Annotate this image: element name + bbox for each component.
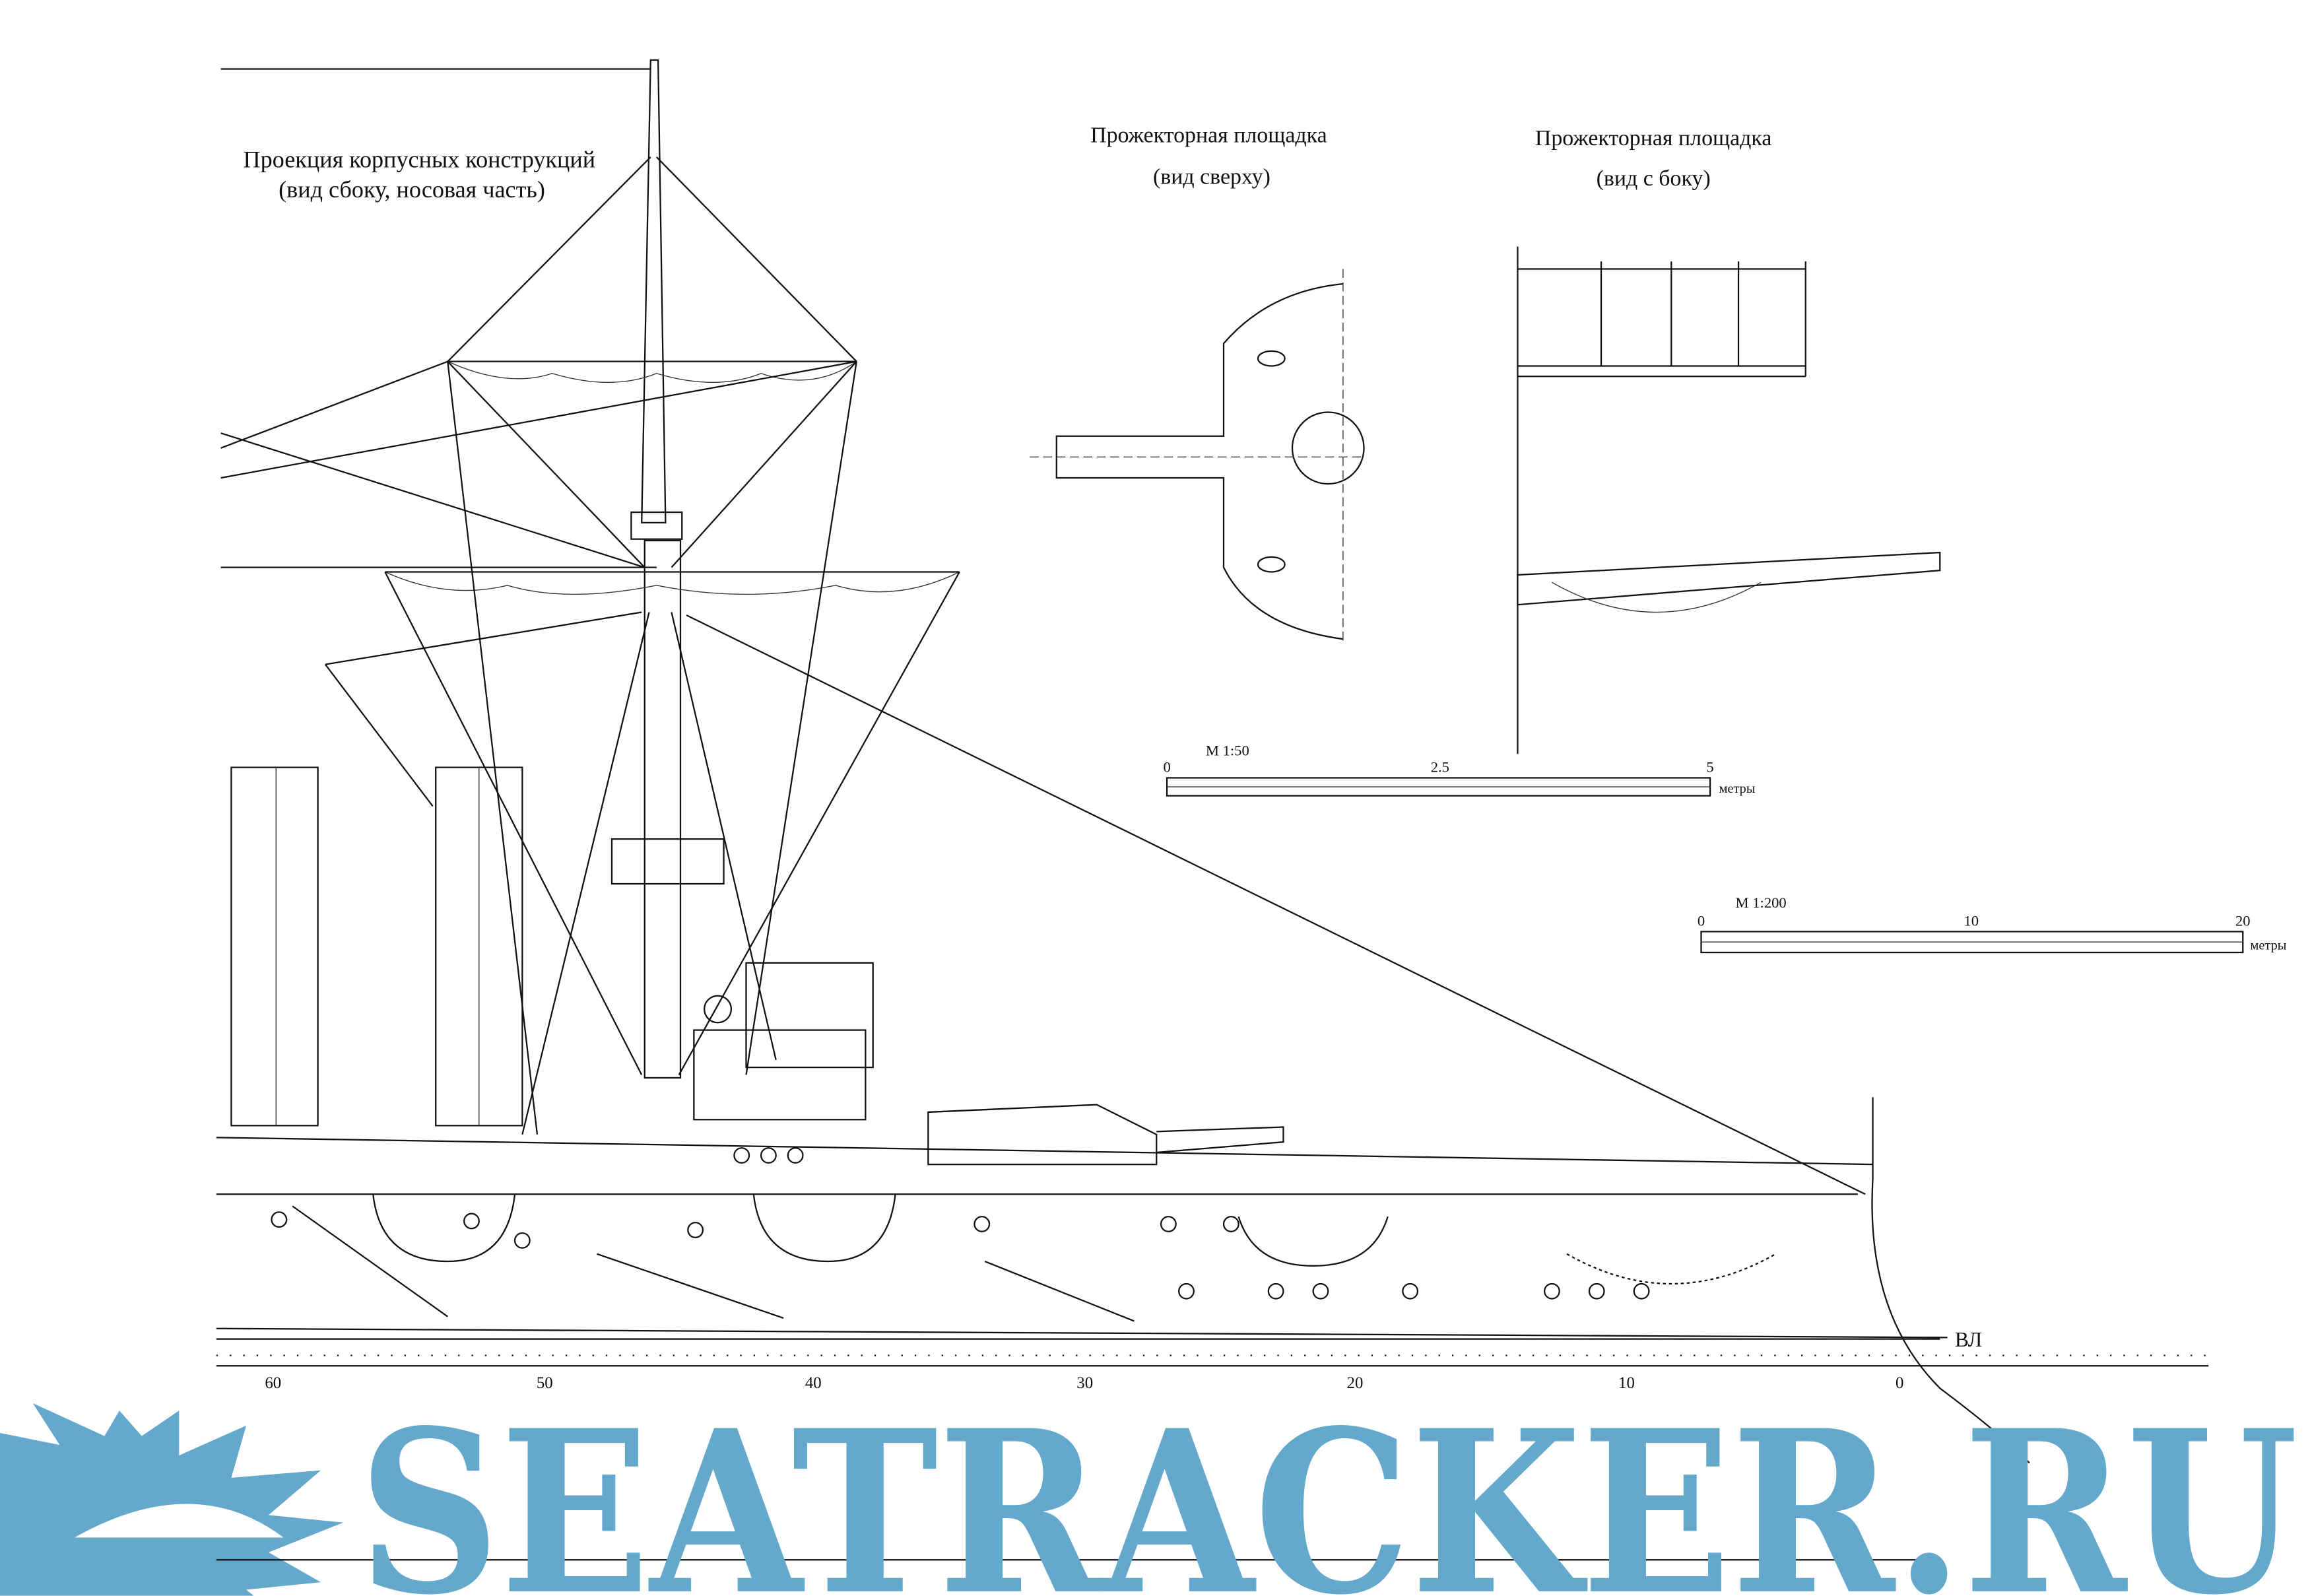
scale-bar-1-200: М 1:200 0 10 20 метры <box>1698 894 2287 954</box>
scale-tick: 10 <box>1964 912 1979 929</box>
portholes <box>271 1147 1650 1300</box>
top-view-title: Прожекторная площадка <box>1090 123 1327 147</box>
searchlight-platform-top-view <box>1030 269 1366 642</box>
frame-ruler: 60 50 40 30 20 10 0 <box>216 1354 2209 1561</box>
mast <box>220 59 1866 1195</box>
main-title: Проекция корпусных конструкций <box>244 147 596 173</box>
scale-tick: 20 <box>2235 912 2251 929</box>
scale-unit: метры <box>2251 938 2287 952</box>
scale-tick: 2.5 <box>1431 758 1449 775</box>
scale-unit: метры <box>1719 781 1756 796</box>
searchlight-platform-side-view <box>1517 246 1941 754</box>
sun-logo <box>0 1403 344 1596</box>
scale-label: М 1:50 <box>1206 743 1249 759</box>
side-view-title: Прожекторная площадка <box>1535 126 1772 150</box>
main-gun-turret <box>927 1104 1284 1166</box>
ruler-tick: 40 <box>805 1374 822 1392</box>
scale-bar-1-50: М 1:50 0 2.5 5 метры <box>1163 743 1756 797</box>
ruler-tick: 50 <box>537 1374 553 1392</box>
ruler-tick: 20 <box>1347 1374 1364 1392</box>
scale-tick: 5 <box>1706 758 1713 775</box>
ruler-tick: 60 <box>265 1374 281 1392</box>
side-view-subtitle: (вид с боку) <box>1597 166 1711 191</box>
scale-tick: 0 <box>1698 912 1705 929</box>
funnels <box>230 766 523 1127</box>
ruler-tick: 10 <box>1618 1374 1635 1392</box>
ruler-tick: 30 <box>1076 1374 1093 1392</box>
scale-label: М 1:200 <box>1736 894 1787 911</box>
watermark: SEATRACKER.RU <box>358 1381 2298 1596</box>
waterline-label: ВЛ <box>1955 1328 1982 1351</box>
bridge <box>693 962 874 1121</box>
ruler-tick: 0 <box>1896 1374 1903 1392</box>
hull <box>216 1097 2030 1464</box>
scale-tick: 0 <box>1163 758 1170 775</box>
top-view-subtitle: (вид сверху) <box>1153 165 1270 189</box>
main-subtitle: (вид сбоку, носовая часть) <box>279 176 545 203</box>
